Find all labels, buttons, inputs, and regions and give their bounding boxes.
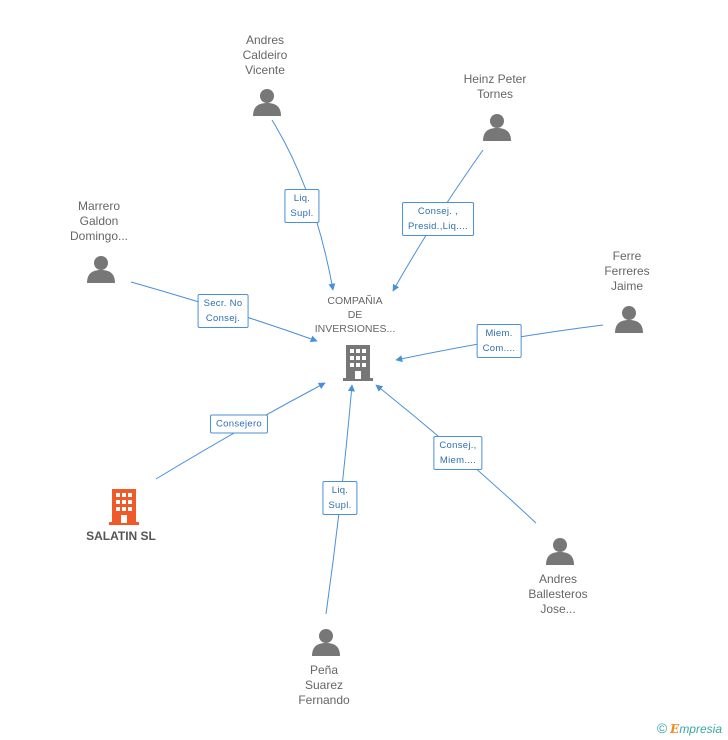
edge-label-salatin-sl[interactable]: Consejero xyxy=(209,414,269,434)
person-icon[interactable] xyxy=(87,255,115,288)
brand-initial: E xyxy=(670,722,680,736)
person-icon[interactable] xyxy=(483,113,511,146)
edge-label-heinz-peter[interactable]: Consej. , Presid.,Liq.... xyxy=(402,202,474,236)
edge-label-ferre-ferreres[interactable]: Miem. Com.... xyxy=(476,324,522,358)
node-label-heinz-peter[interactable]: Heinz Peter Tornes xyxy=(463,72,527,101)
edge-label-pena-suarez[interactable]: Liq. Supl. xyxy=(322,481,358,515)
node-label-marrero-galdon[interactable]: Marrero Galdon Domingo... xyxy=(69,199,129,243)
edge-label-andres-caldeiro[interactable]: Liq. Supl. xyxy=(284,189,320,223)
edge-label-marrero-galdon[interactable]: Secr. No Consej. xyxy=(197,294,249,328)
copyright-symbol: © xyxy=(656,720,668,736)
node-label-pena-suarez[interactable]: Peña Suarez Fernando xyxy=(298,663,350,707)
brand-name: mpresia xyxy=(679,722,722,736)
node-label-salatin-sl[interactable]: SALATIN SL xyxy=(86,529,156,543)
empresia-logo: ©Empresia xyxy=(657,720,722,736)
edge-label-andres-ballesteros[interactable]: Consej., Miem.... xyxy=(433,436,483,470)
person-icon[interactable] xyxy=(253,88,281,121)
node-label-ferre-ferreres[interactable]: Ferre Ferreres Jaime xyxy=(604,249,650,293)
person-icon[interactable] xyxy=(615,305,643,338)
person-icon[interactable] xyxy=(546,537,574,570)
center-company-label[interactable]: COMPAÑIA DE INVERSIONES... xyxy=(314,295,396,335)
node-label-andres-ballesteros[interactable]: Andres Ballesteros Jose... xyxy=(528,572,588,616)
center-building-icon[interactable] xyxy=(343,345,373,386)
node-label-andres-caldeiro[interactable]: Andres Caldeiro Vicente xyxy=(242,33,288,77)
person-icon[interactable] xyxy=(312,628,340,661)
salatin-building-icon[interactable] xyxy=(109,489,139,530)
